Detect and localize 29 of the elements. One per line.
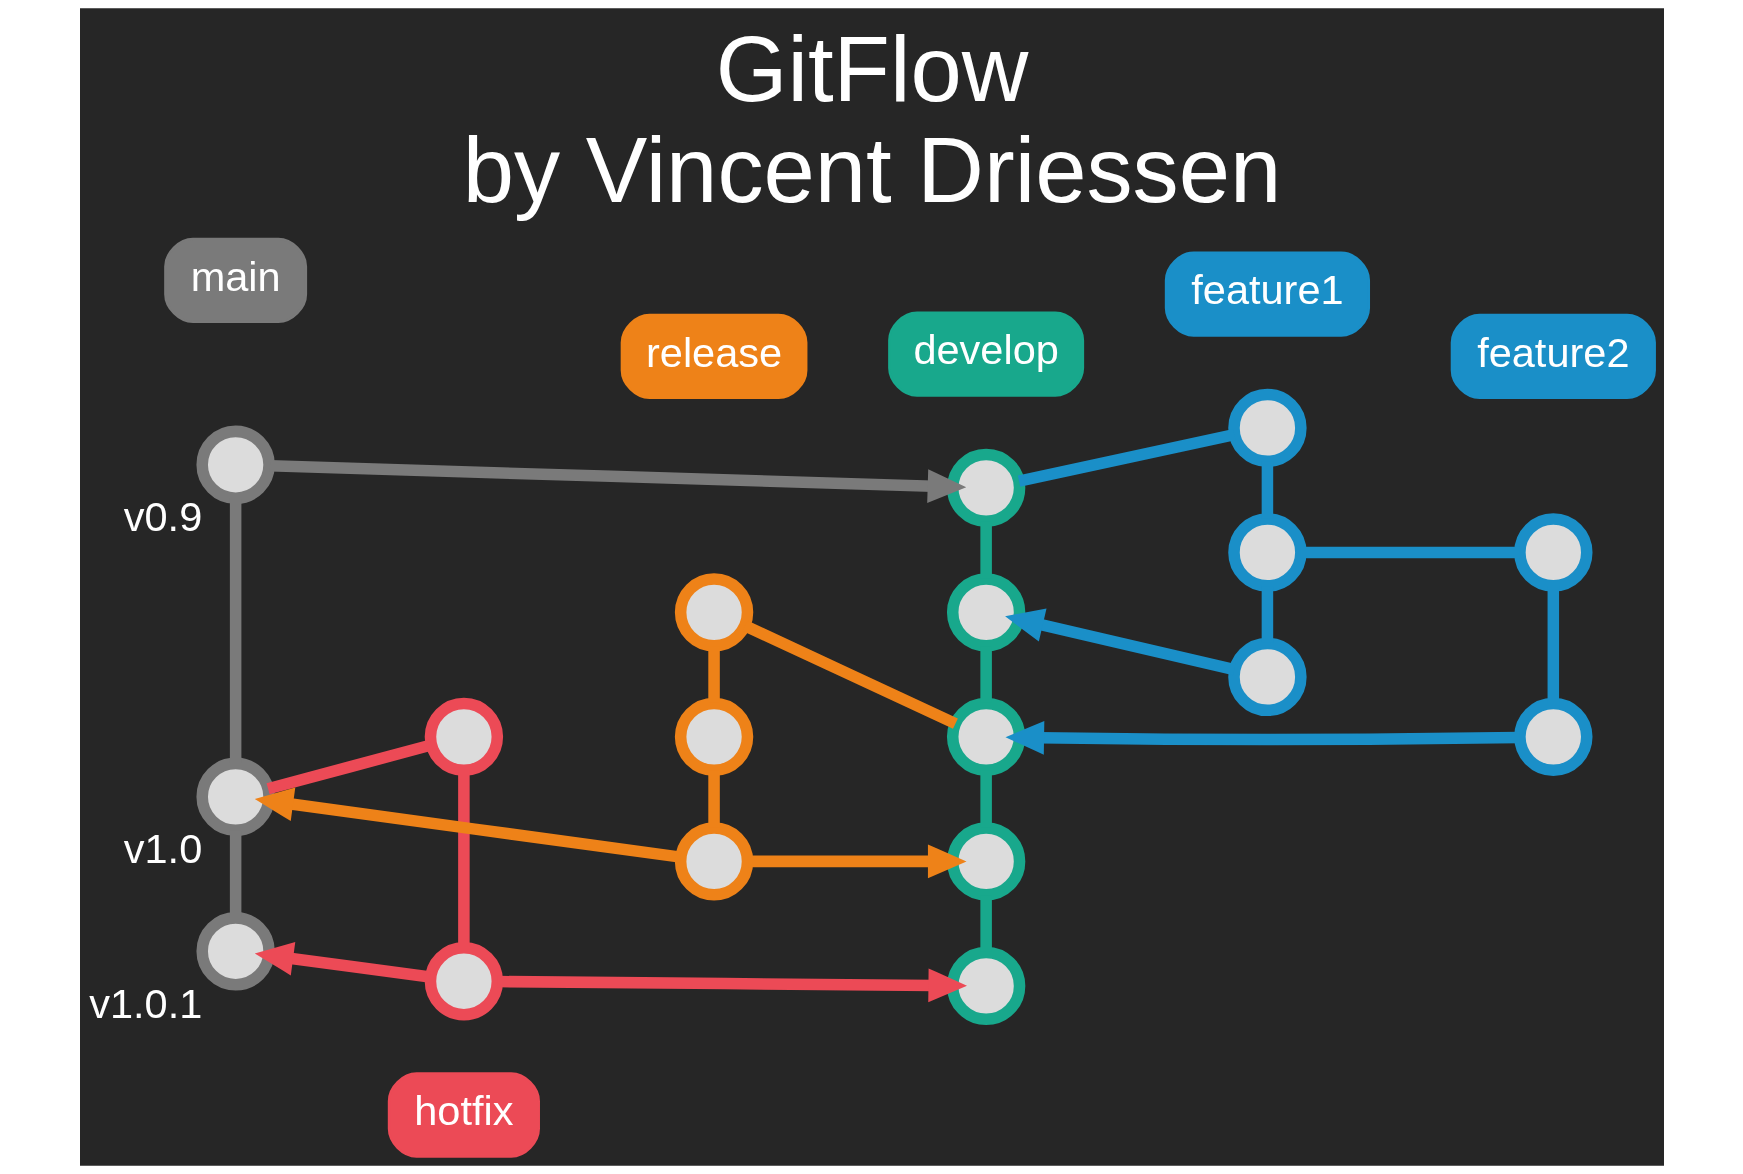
node-label: v1.0 xyxy=(123,825,202,873)
node-box: develop xyxy=(887,311,1084,397)
node-circle xyxy=(1513,513,1593,592)
node-circle xyxy=(424,697,503,777)
node-label: v1.0.1 xyxy=(88,979,202,1027)
node-circle xyxy=(946,946,1025,1026)
node-circle xyxy=(674,697,753,777)
node-circle xyxy=(195,912,275,991)
node-box: feature2 xyxy=(1450,313,1656,400)
node-label: v0.9 xyxy=(123,493,202,541)
node-circle xyxy=(1227,637,1307,717)
node-box: hotfix xyxy=(387,1072,540,1158)
node-circle xyxy=(195,425,275,504)
node-circle xyxy=(674,573,753,652)
node-circle xyxy=(946,822,1025,901)
node-circle xyxy=(1513,697,1593,777)
node-box: feature1 xyxy=(1164,251,1370,337)
caption: by Vincent Driessen xyxy=(462,118,1281,222)
node-circle xyxy=(424,942,503,1021)
diagram-title: GitFlow xyxy=(715,17,1028,121)
node-circle xyxy=(946,573,1025,652)
node-box: release xyxy=(620,313,807,400)
node-circle xyxy=(195,757,275,836)
node-circle xyxy=(1227,513,1307,592)
node-circle xyxy=(674,822,753,901)
node-box: main xyxy=(163,237,307,323)
node-circle xyxy=(946,448,1025,528)
node-circle xyxy=(1227,388,1307,468)
node-circle xyxy=(946,697,1025,777)
